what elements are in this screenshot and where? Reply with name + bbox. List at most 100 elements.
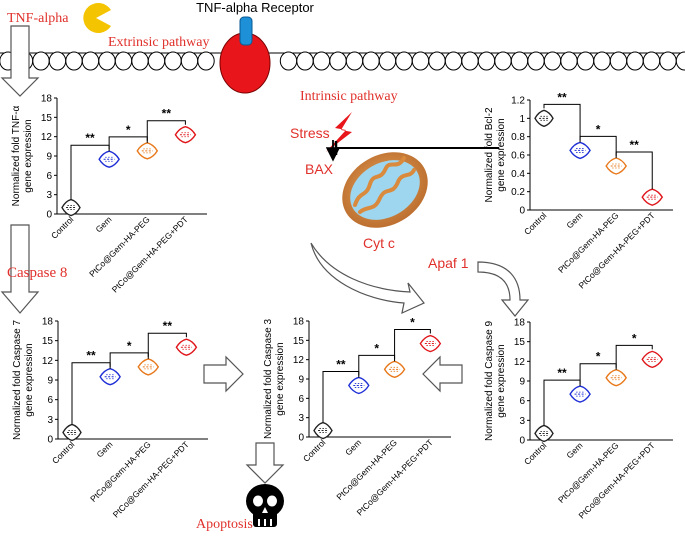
pacman-icon bbox=[83, 3, 111, 34]
lipid-bead bbox=[98, 51, 116, 71]
violin-gem bbox=[569, 141, 591, 160]
lipid-bead bbox=[296, 51, 314, 71]
y-tick-label: 3 bbox=[298, 413, 304, 424]
lipid-bead bbox=[428, 51, 446, 71]
y-tick-label: 6 bbox=[47, 395, 53, 406]
lipid-bead bbox=[477, 51, 496, 71]
violin-ptco-gem-ha-peg-pdt bbox=[641, 188, 664, 206]
y-tick-label: 0.8 bbox=[511, 132, 525, 143]
lipid-bead bbox=[147, 51, 166, 71]
significance-bracket bbox=[146, 120, 186, 143]
category-label: PtCo@Gem-HA-PEG+PDT bbox=[111, 439, 191, 519]
category-label: Control bbox=[522, 440, 549, 467]
y-axis-label: gene expression bbox=[23, 119, 34, 192]
violin-ptco-gem-ha-peg bbox=[136, 142, 159, 160]
y-tick-label: 9 bbox=[298, 375, 304, 386]
y-tick-label: 6 bbox=[298, 394, 304, 405]
lipid-bead bbox=[164, 51, 182, 71]
violin-control bbox=[534, 424, 554, 443]
lipid-bead bbox=[461, 51, 479, 71]
lipid-bead bbox=[494, 51, 512, 71]
lipid-bead bbox=[527, 51, 545, 71]
significance-bracket bbox=[322, 370, 360, 423]
lipid-bead bbox=[32, 51, 50, 71]
mitochondrion-icon bbox=[342, 152, 428, 228]
lightning-icon bbox=[326, 112, 352, 152]
lipid-bead bbox=[395, 51, 413, 71]
arrow-casp7-to-casp3 bbox=[203, 355, 244, 393]
y-tick-label: 1 bbox=[519, 114, 525, 125]
y-tick-label: 0 bbox=[46, 210, 52, 221]
significance-label: * bbox=[127, 339, 132, 353]
lipid-bead bbox=[411, 51, 430, 71]
y-tick-label: 12 bbox=[42, 356, 54, 367]
signal-arrows bbox=[325, 140, 499, 162]
category-label: Control bbox=[522, 210, 549, 237]
lipid-bead bbox=[180, 51, 199, 71]
category-label: PtCo@Gem-HA-PEG+PDT bbox=[577, 440, 657, 520]
y-tick-label: 0 bbox=[47, 435, 53, 446]
y-tick-label: 12 bbox=[514, 357, 526, 368]
intrinsic-pathway-label: Intrinsic pathway bbox=[300, 89, 398, 104]
lipid-bead bbox=[642, 51, 661, 71]
significance-label: ** bbox=[557, 366, 567, 380]
significance-bracket bbox=[543, 379, 581, 426]
violin-control bbox=[61, 198, 81, 217]
violin-ptco-gem-ha-peg-pdt bbox=[174, 126, 197, 144]
y-tick-label: 15 bbox=[42, 336, 54, 347]
y-tick-label: 9 bbox=[519, 377, 525, 388]
significance-label: ** bbox=[162, 107, 172, 121]
lipid-bead bbox=[81, 51, 100, 71]
category-label: PtCo@Gem-HA-PEG bbox=[556, 210, 621, 275]
lipid-bead bbox=[312, 51, 331, 71]
significance-bracket bbox=[394, 329, 431, 362]
significance-bracket bbox=[579, 135, 617, 158]
category-label: PtCo@Gem-HA-PEG+PDT bbox=[577, 210, 657, 290]
lipid-bead bbox=[378, 51, 397, 71]
receptor-label: TNF-alpha Receptor bbox=[196, 0, 314, 15]
lipid-bead bbox=[48, 51, 67, 71]
y-tick-label: 0.6 bbox=[511, 151, 525, 162]
significance-label: * bbox=[126, 123, 131, 137]
violin-gem bbox=[569, 385, 591, 403]
tnf-receptor bbox=[219, 16, 271, 94]
hollow-arrows bbox=[0, 25, 530, 484]
tnf-alpha-label: TNF-alpha bbox=[7, 11, 69, 26]
category-label: PtCo@Gem-HA-PEG+PDT bbox=[355, 437, 435, 517]
significance-label: ** bbox=[336, 357, 346, 371]
significance-bracket bbox=[615, 151, 653, 190]
lipid-bead bbox=[576, 51, 595, 71]
lipid-bead bbox=[65, 51, 83, 71]
lipid-bead bbox=[543, 51, 562, 71]
y-tick-label: 9 bbox=[46, 152, 52, 163]
lipid-bead bbox=[675, 51, 685, 71]
category-label: Control bbox=[301, 437, 328, 464]
y-axis-label: gene expression bbox=[496, 344, 507, 417]
significance-label: ** bbox=[557, 90, 567, 104]
lipid-bead bbox=[131, 51, 149, 71]
lipid-bead bbox=[444, 51, 463, 71]
lipid-bead bbox=[345, 51, 364, 71]
significance-bracket bbox=[147, 332, 187, 359]
category-label: Control bbox=[49, 214, 76, 241]
y-tick-label: 18 bbox=[42, 317, 54, 328]
lipid-bead bbox=[197, 51, 215, 71]
y-axis-label: gene expression bbox=[24, 343, 35, 416]
cell-membrane bbox=[0, 51, 685, 71]
stress-label: Stress bbox=[290, 125, 330, 141]
y-tick-label: 18 bbox=[41, 94, 53, 105]
violin-gem bbox=[98, 150, 120, 168]
arrow-caspase8-down bbox=[0, 224, 40, 314]
significance-label: * bbox=[596, 350, 601, 364]
significance-label: * bbox=[596, 122, 601, 136]
violin-ptco-gem-ha-peg bbox=[137, 358, 160, 376]
y-tick-label: 12 bbox=[41, 132, 53, 143]
violin-ptco-gem-ha-peg bbox=[383, 360, 406, 379]
y-axis-label: Normalized fold TNF-α bbox=[11, 105, 22, 206]
category-label: PtCo@Gem-HA-PEG bbox=[556, 440, 621, 505]
y-axis-label: gene expression bbox=[496, 118, 507, 191]
y-tick-label: 9 bbox=[47, 376, 53, 387]
y-tick-label: 0 bbox=[519, 206, 525, 217]
